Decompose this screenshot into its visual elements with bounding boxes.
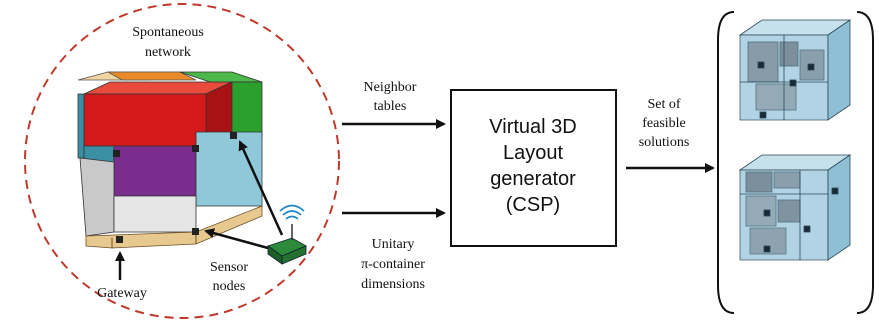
pallet-base (85, 205, 263, 249)
wireless-signal-icon (279, 204, 305, 220)
sensor-to-base-arrow (204, 228, 269, 250)
unitary-label-line3: dimensions (361, 277, 425, 292)
spontaneous-label-line2: network (145, 45, 191, 60)
generator-label-line4: (CSP) (506, 194, 560, 216)
spontaneous-label-line1: Spontaneous (132, 25, 204, 40)
neighbor-label-line2: tables (374, 99, 407, 114)
set-label-line3: solutions (639, 135, 690, 150)
node-marker (113, 150, 120, 157)
sensor-to-green-arrow (238, 140, 284, 236)
neighbor-label-line1: Neighbor (364, 80, 417, 95)
node-marker (230, 132, 237, 139)
node-marker (192, 228, 199, 235)
generator-label-line2: Layout (503, 142, 563, 164)
generator-label-line1: Virtual 3D (489, 116, 576, 138)
feasible-solution-2 (738, 154, 852, 261)
sensor-node-icon (267, 224, 307, 265)
right-bracket (856, 11, 874, 314)
unitary-label-line1: Unitary (372, 237, 415, 252)
set-label-line1: Set of (647, 97, 680, 112)
sensor-label-line2: nodes (213, 279, 246, 294)
green-container (231, 81, 263, 139)
spontaneous-network-circle (24, 3, 340, 319)
node-marker (192, 145, 199, 152)
red-container (83, 93, 207, 147)
layout-generator-box (450, 89, 617, 247)
sensor-label-line1: Sensor (210, 260, 248, 275)
node-marker (116, 236, 123, 243)
gateway-label: Gateway (97, 286, 147, 301)
grey-container (113, 195, 197, 233)
purple-container (113, 145, 197, 197)
left-bracket (717, 11, 735, 314)
feasible-solution-1 (738, 19, 852, 121)
orange-container (106, 71, 197, 81)
set-label-line2: feasible (642, 116, 686, 131)
unitary-label-line2: π-container (361, 257, 425, 272)
pallet-container-stack (77, 71, 263, 249)
generator-label-line3: generator (490, 168, 576, 190)
